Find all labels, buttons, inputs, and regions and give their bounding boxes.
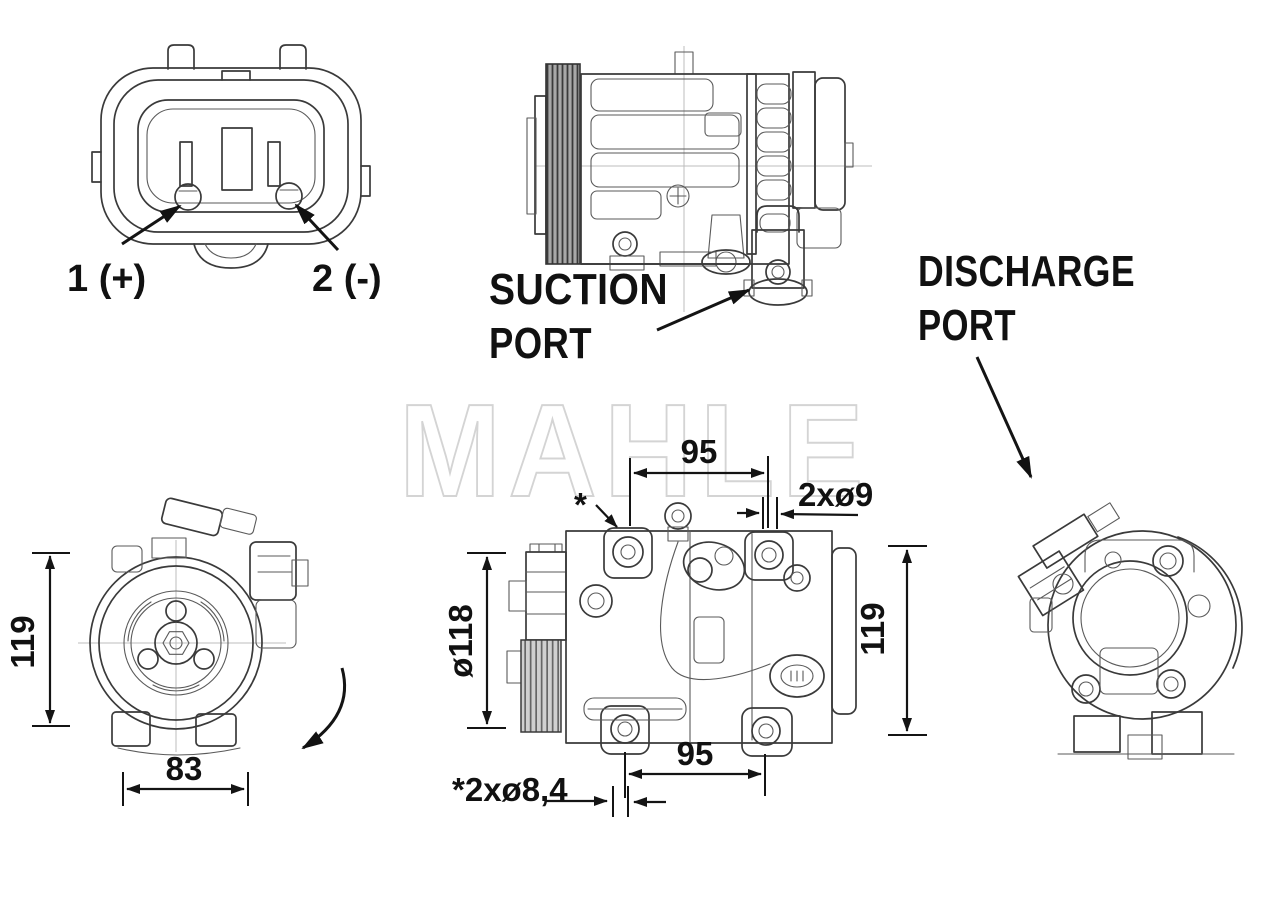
suction-leader-arrow-icon bbox=[656, 288, 751, 332]
suction-port-label-line2: PORT bbox=[489, 319, 592, 368]
dimension-119-front: 119 bbox=[4, 552, 70, 727]
mount-lug bbox=[744, 531, 794, 581]
connector-center-slot bbox=[221, 127, 253, 191]
discharge-leader-arrow-icon bbox=[975, 356, 1033, 479]
mount-foot bbox=[111, 711, 151, 747]
suction-port-shape bbox=[756, 205, 800, 233]
suction-port-label-line1: SUCTION bbox=[489, 265, 668, 314]
sensor-stub bbox=[664, 502, 692, 530]
side-view-dimensioned bbox=[506, 502, 857, 757]
pin1-label: 1 (+) bbox=[67, 258, 146, 300]
mount-lug bbox=[741, 707, 793, 757]
pulley-side bbox=[545, 63, 581, 265]
dimension-119-side: 119 bbox=[854, 545, 927, 736]
side-view-top bbox=[526, 46, 872, 312]
front-view bbox=[78, 497, 309, 756]
wiring-harness bbox=[660, 541, 771, 681]
mount-foot bbox=[195, 713, 237, 747]
dim-2xd9-label: 2xø9 bbox=[798, 476, 873, 513]
discharge-port-label-line1: DISCHARGE bbox=[918, 247, 1135, 296]
dimension-83: 83 bbox=[122, 750, 249, 806]
rear-bore bbox=[1072, 560, 1188, 676]
mount-foot bbox=[1151, 711, 1203, 755]
dim-2xd84-label: *2xø8,4 bbox=[452, 771, 568, 808]
discharge-port-label-line2: PORT bbox=[918, 301, 1016, 350]
pin2-leader-arrow-icon bbox=[294, 203, 340, 252]
dim-119-front-label: 119 bbox=[4, 615, 41, 668]
mount-lug bbox=[600, 705, 650, 755]
dim-119-side-label: 119 bbox=[854, 602, 891, 655]
dimension-2xd84: *2xø8,4 bbox=[452, 771, 666, 817]
connector-pin-1 bbox=[174, 183, 202, 211]
dimension-95-bottom: 95 bbox=[624, 735, 766, 798]
pin2-label: 2 (-) bbox=[312, 258, 382, 300]
pulley-grooves bbox=[520, 639, 562, 733]
clutch bbox=[525, 551, 567, 641]
mount-foot bbox=[1073, 715, 1121, 753]
dim-95-bottom-label: 95 bbox=[677, 735, 714, 772]
pin1-leader-arrow-icon bbox=[121, 204, 182, 246]
dimension-95-top: 95 bbox=[629, 433, 769, 528]
mount-lug bbox=[603, 527, 653, 579]
pulley-outer-ring bbox=[89, 556, 263, 730]
hub-bolt bbox=[162, 631, 190, 655]
rear-connector bbox=[1032, 513, 1099, 569]
rear-view bbox=[1017, 502, 1243, 760]
asterisk-marker: * bbox=[574, 486, 587, 523]
dim-83-label: 83 bbox=[166, 750, 203, 787]
electrical-connector bbox=[769, 654, 825, 698]
dim-95-top-label: 95 bbox=[681, 433, 718, 470]
front-connector bbox=[160, 497, 224, 537]
footnote-asterisk: * bbox=[574, 486, 618, 528]
connector-pin-2 bbox=[275, 182, 303, 210]
compressor-body bbox=[565, 530, 833, 744]
rotation-direction-arrow-icon bbox=[301, 667, 347, 750]
connector-front-view bbox=[91, 44, 371, 269]
hub bbox=[154, 621, 198, 665]
dimension-2xd9: 2xø9 bbox=[737, 476, 873, 529]
asterisk-leader-arrow-icon bbox=[595, 504, 618, 528]
dim-d118-label: ø118 bbox=[442, 604, 479, 677]
dimension-d118: ø118 bbox=[442, 552, 506, 729]
